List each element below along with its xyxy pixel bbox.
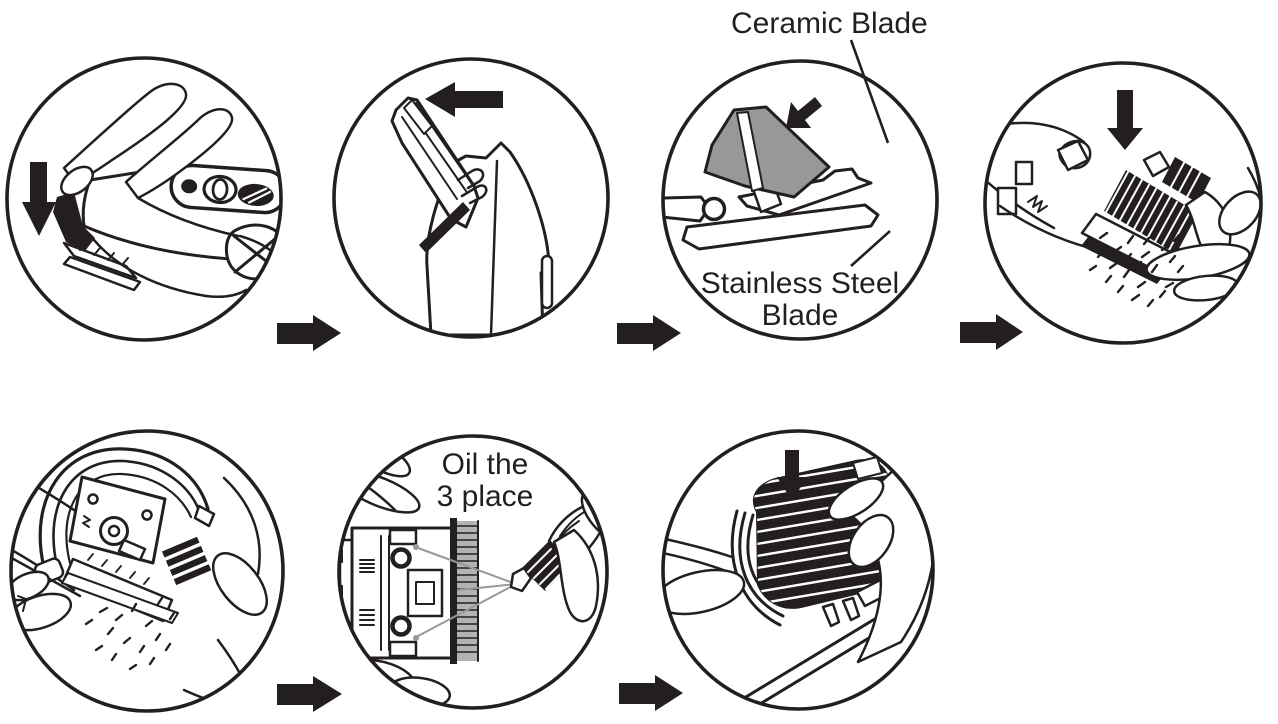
cutter-teeth-block: [162, 536, 212, 586]
right-arrow-icon: [617, 315, 681, 351]
oil-points-label: Oil the 3 place: [435, 449, 535, 513]
left-arrow-icon: [425, 82, 503, 117]
stainless-steel-label-line2: Blade: [761, 299, 839, 332]
stainless-steel-label-line1: Stainless Steel: [700, 267, 900, 300]
oil-points-label-line1: Oil the: [441, 448, 529, 481]
step-3-circle: [661, 59, 939, 341]
step-7-press-blade-unit-on-illustration: [664, 450, 932, 708]
step-3-blade-exploded-illustration: [664, 97, 880, 251]
hand: [12, 476, 268, 710]
blade-unit-rear-view: [340, 518, 479, 664]
latch-fork: [841, 596, 861, 622]
roller: [701, 196, 727, 222]
right-arrow-icon: [277, 315, 341, 351]
step-6-circle: [337, 434, 609, 710]
oil-spray-lines: [417, 547, 517, 637]
blade-unit: [390, 96, 488, 253]
hair-debris: [1088, 226, 1185, 308]
hand: [664, 465, 932, 664]
ceramic-blade-leader-line: [849, 39, 890, 144]
step-5-tap-out-clippings-illustration: [12, 447, 268, 710]
latch-fork: [821, 602, 841, 628]
right-arrow-icon: [960, 314, 1023, 350]
stainless-steel-blade-shape: [681, 203, 880, 251]
stainless-steel-blade-label: Stainless Steel Blade: [660, 268, 940, 332]
step-2-slide-blade-unit-off-illustration: [390, 82, 554, 336]
hand: [60, 82, 274, 298]
ceramic-blade-label: Ceramic Blade: [731, 7, 928, 40]
step-5-circle: [9, 429, 285, 713]
down-arrow-icon: [22, 162, 56, 236]
step-1-press-blade-release-illustration: [22, 82, 280, 298]
thumb-tip: [60, 165, 94, 197]
right-arrow-icon: [277, 676, 342, 712]
blade-unit-open-cover: [33, 447, 216, 624]
blade-release-lever: [53, 192, 142, 292]
comb-teeth: [457, 521, 478, 661]
hand: [1145, 166, 1260, 302]
latch-slot: [540, 254, 554, 310]
latch-hook: [456, 168, 488, 205]
step-4-brush-clean-blade-illustration: [986, 90, 1260, 308]
oil-points-label-line2: 3 place: [436, 480, 534, 513]
step-1-circle: [5, 56, 283, 342]
step-4-circle: [983, 61, 1263, 345]
stainless-steel-leader-line: [850, 230, 891, 267]
down-arrow-icon: [1107, 90, 1143, 150]
hair-debris: [84, 596, 176, 671]
step-7-circle: [661, 429, 935, 711]
down-arrow-icon: [777, 450, 807, 501]
switch-panel: [169, 163, 280, 215]
step-2-circle: [332, 57, 610, 339]
right-arrow-icon: [619, 675, 683, 711]
ceramic-blade-shape: [703, 105, 831, 199]
down-left-arrow-icon: [786, 97, 822, 128]
